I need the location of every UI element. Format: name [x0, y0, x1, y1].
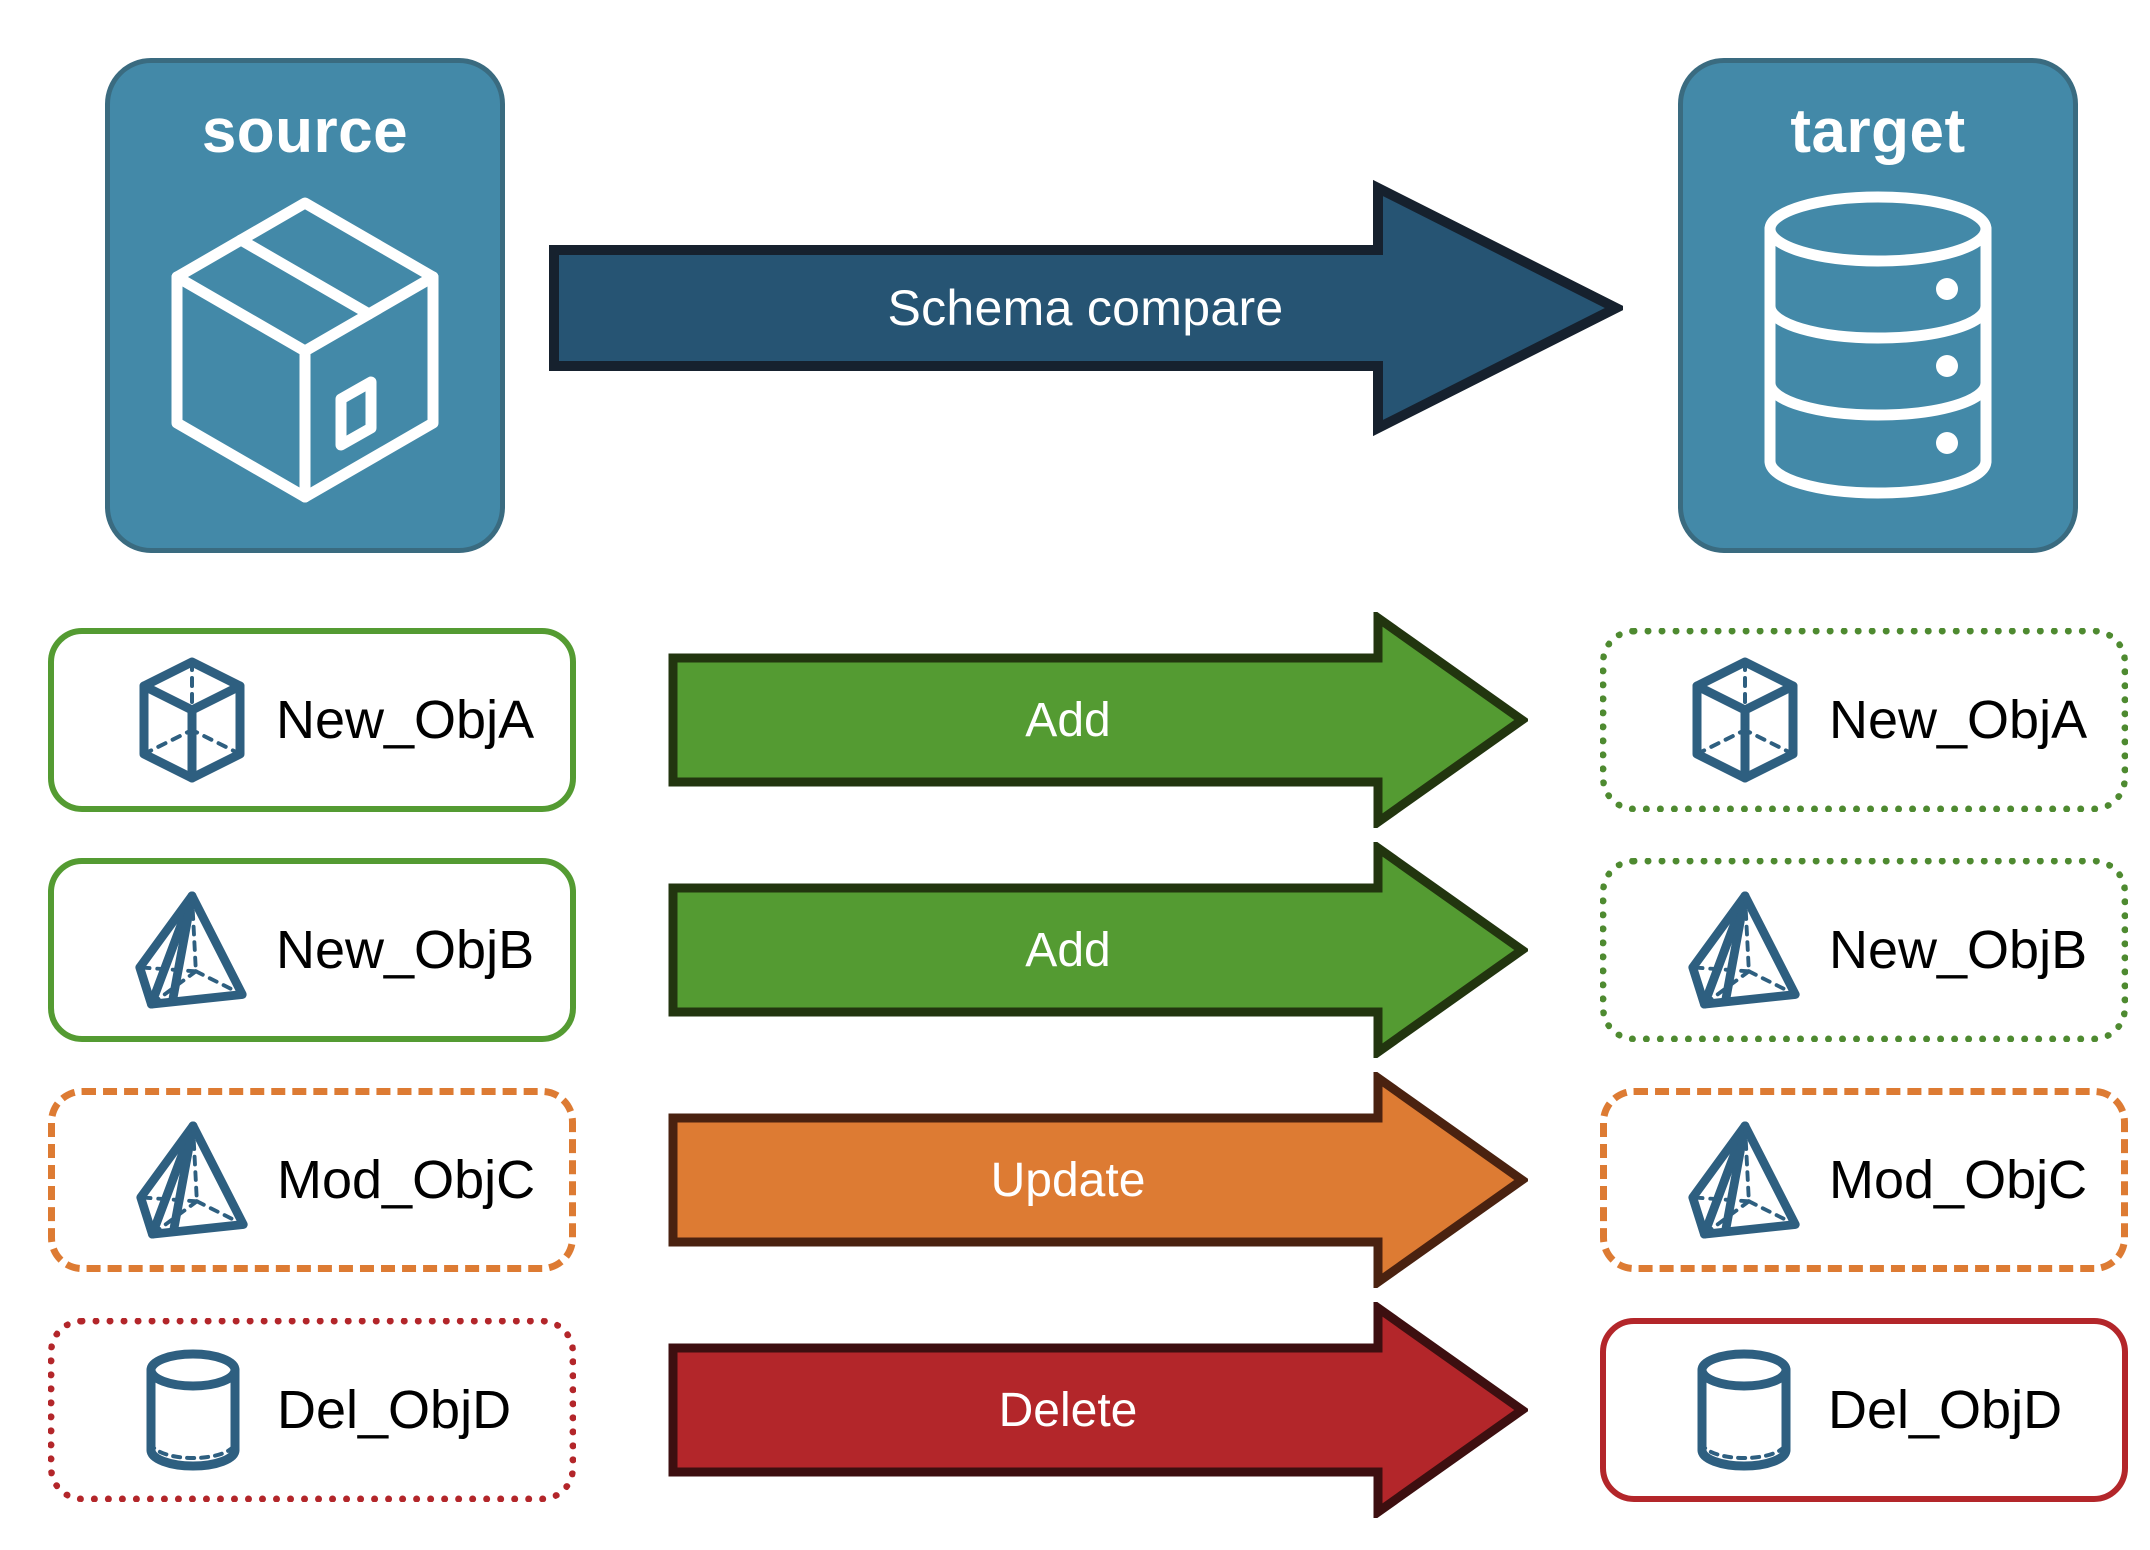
- add-action-arrow[interactable]: [668, 839, 1530, 1061]
- wireframe-pyramid-icon: [133, 1116, 253, 1244]
- wireframe-pyramid-icon: [132, 886, 252, 1014]
- source-object-label: Mod_ObjC: [277, 1150, 536, 1210]
- target-object-card[interactable]: Mod_ObjC: [1600, 1088, 2128, 1272]
- delete-action-arrow[interactable]: [668, 1299, 1530, 1521]
- add-action-arrow[interactable]: [668, 609, 1530, 831]
- wireframe-cube-icon: [132, 656, 252, 784]
- wireframe-cylinder-icon: [133, 1346, 253, 1474]
- update-action-arrow[interactable]: [668, 1069, 1530, 1291]
- source-object-card[interactable]: Del_ObjD: [48, 1318, 576, 1502]
- source-object-label: Del_ObjD: [277, 1380, 512, 1440]
- wireframe-cube-icon: [1685, 656, 1805, 784]
- target-object-label: New_ObjA: [1829, 690, 2088, 750]
- wireframe-cylinder-icon: [1684, 1346, 1804, 1474]
- source-object-label: New_ObjB: [276, 920, 535, 980]
- target-object-label: Mod_ObjC: [1829, 1150, 2088, 1210]
- target-object-card[interactable]: New_ObjA: [1600, 628, 2128, 812]
- package-box-icon: [155, 185, 455, 520]
- database-cylinder-icon: [1748, 185, 2008, 510]
- target-object-card[interactable]: Del_ObjD: [1600, 1318, 2128, 1502]
- target-object-card[interactable]: New_ObjB: [1600, 858, 2128, 1042]
- target-object-label: New_ObjB: [1829, 920, 2088, 980]
- target-endpoint-label: target: [1790, 97, 1966, 166]
- source-object-label: New_ObjA: [276, 690, 535, 750]
- source-object-card[interactable]: Mod_ObjC: [48, 1088, 576, 1272]
- source-object-card[interactable]: New_ObjA: [48, 628, 576, 812]
- source-endpoint-label: source: [201, 97, 409, 166]
- source-endpoint-panel[interactable]: source: [105, 58, 505, 553]
- target-endpoint-panel[interactable]: target: [1678, 58, 2078, 553]
- wireframe-pyramid-icon: [1685, 1116, 1805, 1244]
- target-object-label: Del_ObjD: [1828, 1380, 2063, 1440]
- source-object-card[interactable]: New_ObjB: [48, 858, 576, 1042]
- schema-compare-arrow[interactable]: [548, 178, 1628, 438]
- wireframe-pyramid-icon: [1685, 886, 1805, 1014]
